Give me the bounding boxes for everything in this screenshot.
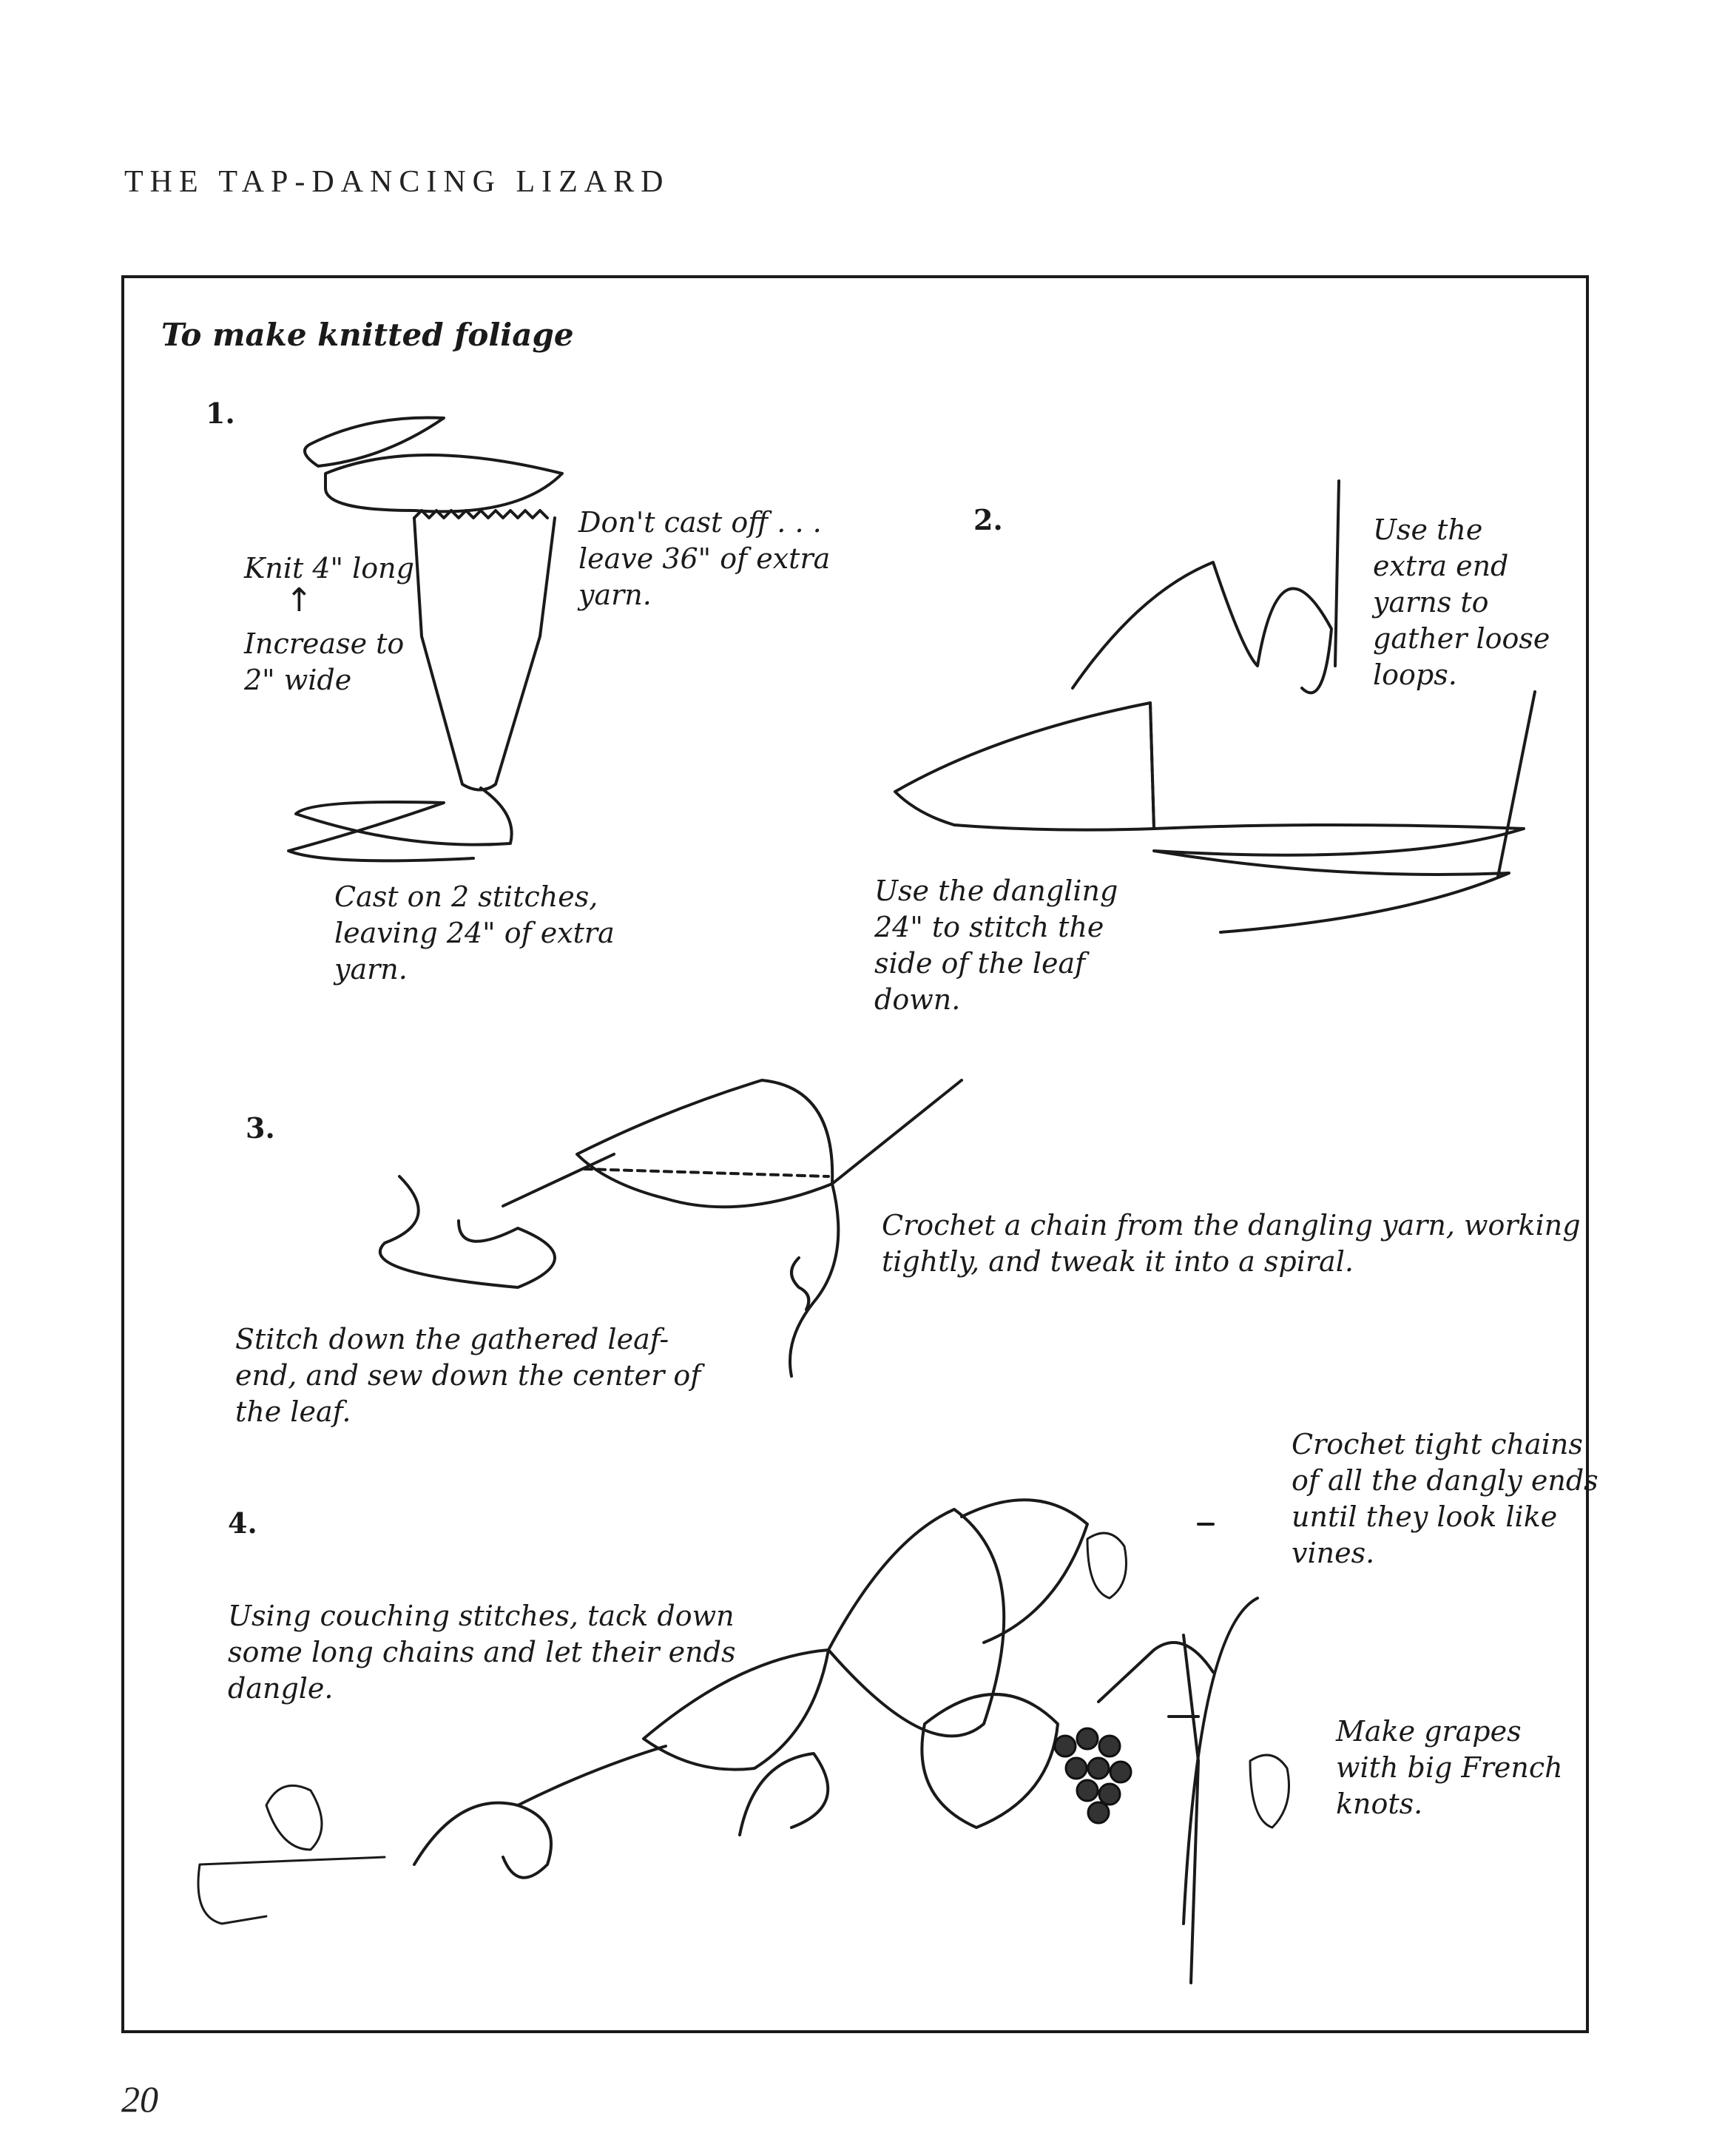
step-4-grapes-label: Make grapes with big French knots.: [1336, 1715, 1563, 1820]
running-header: THE TAP-DANCING LIZARD: [124, 165, 670, 199]
leaf-gather-illustration: [894, 479, 1536, 934]
step-4-couching-label: Using couching stitches, tack down some …: [228, 1600, 736, 1705]
box-title: To make knitted foliage: [161, 317, 574, 353]
mouse-illustrations: [197, 1532, 1290, 1925]
knitted-strip-illustration: [287, 416, 564, 863]
step-4-number: 4.: [228, 1506, 257, 1540]
step-1-cast-off-label: Don't cast off . . . leave 36" of extra …: [578, 506, 831, 611]
step-4-crochet-tight-label: Crochet tight chains of all the dangly e…: [1292, 1428, 1599, 1569]
vine-arrangement-illustration: [413, 1498, 1259, 1984]
step-3-stitch-down-label: Stitch down the gathered leaf- end, and …: [235, 1323, 701, 1428]
step-1-knit-label: Knit 4" long: [244, 552, 414, 585]
step-1-increase-label: Increase to 2" wide: [244, 627, 405, 696]
page-number: 20: [121, 2078, 158, 2120]
grape-cluster: [1053, 1727, 1132, 1825]
step-1-number: 1.: [206, 397, 235, 430]
step-1-cast-on-label: Cast on 2 stitches, leaving 24" of extra…: [334, 880, 615, 986]
step-2-use-extra-label: Use the extra end yarns to gather loose …: [1373, 513, 1550, 691]
step-2-number: 2.: [973, 503, 1003, 536]
up-arrow-icon: ↑: [286, 582, 313, 619]
step-3-number: 3.: [246, 1111, 275, 1145]
leaf-center-illustration: [379, 1079, 963, 1378]
step-2-use-dangling-label: Use the dangling 24" to stitch the side …: [874, 875, 1118, 1016]
instruction-box: [121, 275, 1589, 2033]
step-3-crochet-chain-label: Crochet a chain from the dangling yarn, …: [882, 1209, 1581, 1278]
